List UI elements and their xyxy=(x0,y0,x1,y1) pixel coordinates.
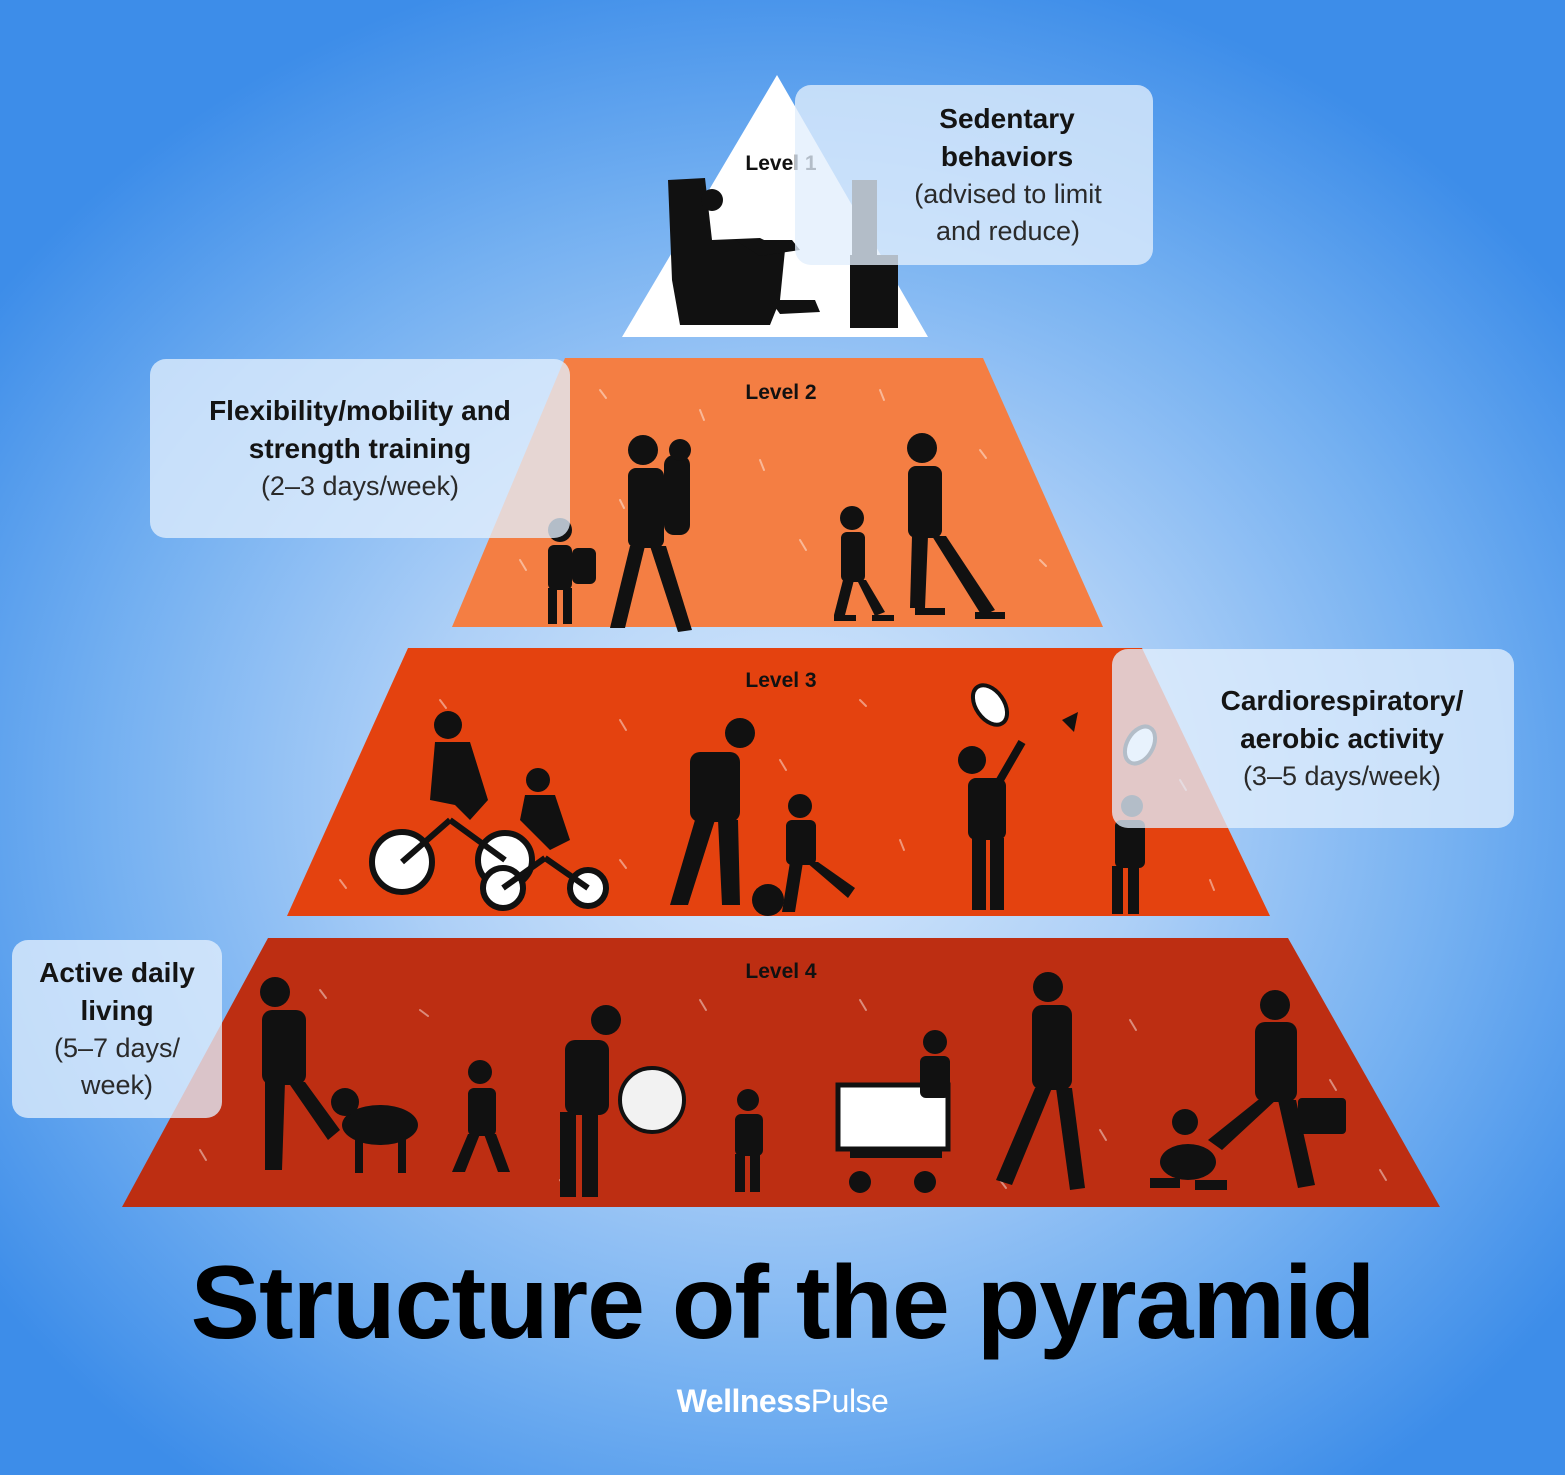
level-3-label: Level 3 xyxy=(745,669,817,692)
level-2-label: Level 2 xyxy=(745,381,817,404)
level-3-subtitle: (3–5 days/week) xyxy=(1242,761,1442,791)
level-4-callout: Active daily living (5–7 days/ week) xyxy=(12,940,222,1118)
level-1-title: Sedentary behaviors xyxy=(939,103,1075,172)
adult-carrying-baby-icon xyxy=(610,435,692,632)
shuttlecock-icon xyxy=(1062,712,1078,732)
tier-4-shape xyxy=(122,938,1440,1207)
texture-strokes xyxy=(199,389,1387,1189)
level-4-figures xyxy=(260,972,1346,1197)
brand-logo: WellnessPulse xyxy=(0,1383,1565,1420)
adult-pushing-cart-icon xyxy=(996,972,1085,1190)
child-rollerblading-icon xyxy=(834,506,894,621)
level-1-subtitle: (advised to limit and reduce) xyxy=(914,179,1102,246)
level-2-subtitle: (2–3 days/week) xyxy=(260,471,460,501)
adult-playing-badminton-icon xyxy=(958,739,1026,910)
cyclist-adult-icon xyxy=(434,711,462,739)
big-ball-icon xyxy=(618,1066,686,1134)
child-in-cart-icon xyxy=(920,1030,950,1098)
toddler-icon xyxy=(735,1089,763,1192)
armchair-icon xyxy=(668,178,785,325)
brand-logo-bold: Wellness xyxy=(676,1383,812,1419)
adult-walking-dog-icon xyxy=(260,977,340,1170)
racket-icon xyxy=(970,683,1010,727)
soccer-ball-icon xyxy=(752,884,784,916)
child-playing-soccer-icon xyxy=(782,794,855,912)
level-4-label: Level 4 xyxy=(745,960,817,983)
cyclist-child-icon xyxy=(526,768,550,792)
level-2-figures xyxy=(548,433,1005,632)
level-4-subtitle: (5–7 days/ week) xyxy=(53,1033,181,1100)
tier-2-shape xyxy=(452,358,1103,627)
level-2-callout: Flexibility/mobility and strength traini… xyxy=(150,359,570,538)
adult-with-briefcase-icon xyxy=(1208,990,1346,1188)
adult-playing-soccer-icon xyxy=(670,718,755,905)
bicycles-icon xyxy=(369,817,609,911)
dog-icon xyxy=(331,1088,418,1173)
adult-with-ball-icon xyxy=(560,1005,621,1197)
level-3-callout: Cardiorespiratory/ aerobic activity (3–5… xyxy=(1112,649,1514,828)
child-walking-icon xyxy=(452,1060,510,1172)
level-4-title: Active daily living xyxy=(39,957,195,1026)
level-3-title: Cardiorespiratory/ aerobic activity xyxy=(1220,685,1464,754)
person-sitting-icon xyxy=(701,189,723,211)
level-2-title: Flexibility/mobility and strength traini… xyxy=(209,395,511,464)
adult-rollerblading-icon xyxy=(907,433,1005,619)
page-title: Structure of the pyramid xyxy=(190,1245,1376,1361)
crawling-child-icon xyxy=(1150,1109,1227,1190)
level-1-callout: Sedentary behaviors (advised to limit an… xyxy=(795,85,1153,265)
brand-logo-light: Pulse xyxy=(810,1383,889,1419)
briefcase-icon xyxy=(1298,1098,1346,1134)
